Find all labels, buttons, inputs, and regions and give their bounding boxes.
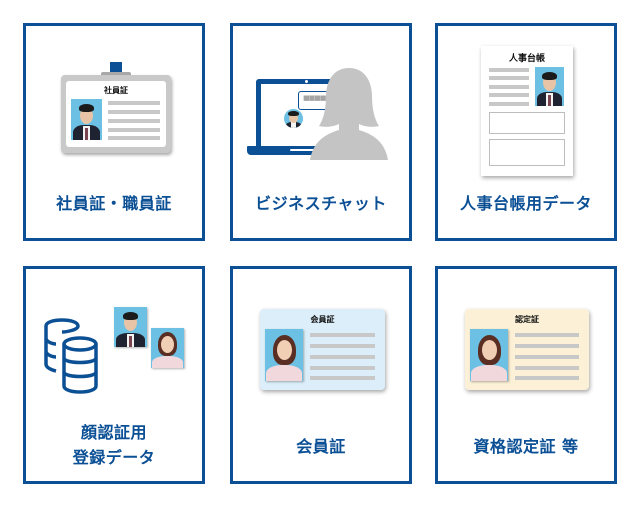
record-box bbox=[489, 112, 565, 134]
male-face-photo bbox=[114, 307, 147, 347]
info-line bbox=[108, 136, 160, 140]
membership-card-illustration: 会員証 bbox=[260, 309, 385, 390]
info-line bbox=[489, 85, 529, 89]
female-face-photo bbox=[151, 328, 184, 368]
info-line bbox=[310, 344, 375, 348]
personnel-sheet-illustration: 人事台帳 bbox=[481, 46, 573, 176]
card-label-line-1: 顔認証用 bbox=[80, 423, 147, 442]
info-line bbox=[489, 93, 529, 97]
laptop-base bbox=[247, 146, 365, 155]
badge-frame: 社員証 bbox=[61, 75, 171, 153]
female-photo bbox=[265, 329, 303, 381]
badge-title: 社員証 bbox=[104, 86, 128, 95]
female-photo bbox=[470, 329, 508, 381]
card-label: ビジネスチャット bbox=[255, 194, 387, 213]
badge-hole bbox=[101, 72, 131, 76]
card-title: 会員証 bbox=[310, 315, 335, 324]
speech-bubble-icon: ■■■■■ bbox=[298, 91, 332, 110]
chat-avatar bbox=[284, 109, 303, 128]
info-line bbox=[515, 355, 579, 359]
card-label-line-2: 登録データ bbox=[72, 448, 156, 467]
badge-clip-icon bbox=[110, 62, 122, 74]
info-line bbox=[310, 333, 375, 337]
info-line bbox=[489, 68, 529, 72]
database-icon bbox=[44, 318, 98, 394]
certification-card-illustration: 認定証 bbox=[465, 309, 589, 390]
info-line bbox=[108, 128, 160, 132]
card-label: 資格認定証 等 bbox=[473, 437, 579, 456]
person-silhouette-icon bbox=[310, 68, 388, 160]
card-employee-id[interactable]: 社員証 社員証・職員証 bbox=[23, 23, 205, 241]
info-line bbox=[108, 101, 160, 105]
employee-id-badge-illustration: 社員証 bbox=[59, 62, 174, 157]
card-personnel-record[interactable]: 人事台帳 人事台帳用データ bbox=[435, 23, 617, 241]
sheet-title: 人事台帳 bbox=[508, 54, 545, 64]
male-photo bbox=[71, 99, 102, 140]
card-label: 会員証 bbox=[296, 437, 346, 456]
laptop-chat-illustration: ■■■■■ bbox=[247, 54, 407, 164]
info-line bbox=[310, 376, 375, 380]
info-line bbox=[310, 366, 375, 370]
card-label: 社員証・職員証 bbox=[56, 194, 172, 213]
info-line bbox=[515, 366, 579, 370]
card-business-chat[interactable]: ■■■■■ ビジネスチャット bbox=[230, 23, 412, 241]
card-title: 認定証 bbox=[515, 315, 539, 324]
record-box bbox=[489, 139, 565, 166]
male-photo bbox=[535, 67, 564, 106]
info-line bbox=[515, 376, 579, 380]
info-line bbox=[108, 110, 160, 114]
card-certification[interactable]: 認定証 資格認定証 等 bbox=[435, 266, 617, 484]
card-face-recognition-data[interactable]: 顔認証用 登録データ bbox=[23, 266, 205, 484]
info-line bbox=[310, 355, 375, 359]
info-line bbox=[108, 119, 160, 123]
card-membership[interactable]: 会員証 会員証 bbox=[230, 266, 412, 484]
database-illustration bbox=[42, 307, 192, 397]
card-label: 人事台帳用データ bbox=[459, 194, 592, 213]
info-line bbox=[515, 344, 579, 348]
info-line bbox=[515, 333, 579, 337]
info-line bbox=[489, 102, 529, 106]
info-line bbox=[489, 76, 529, 80]
